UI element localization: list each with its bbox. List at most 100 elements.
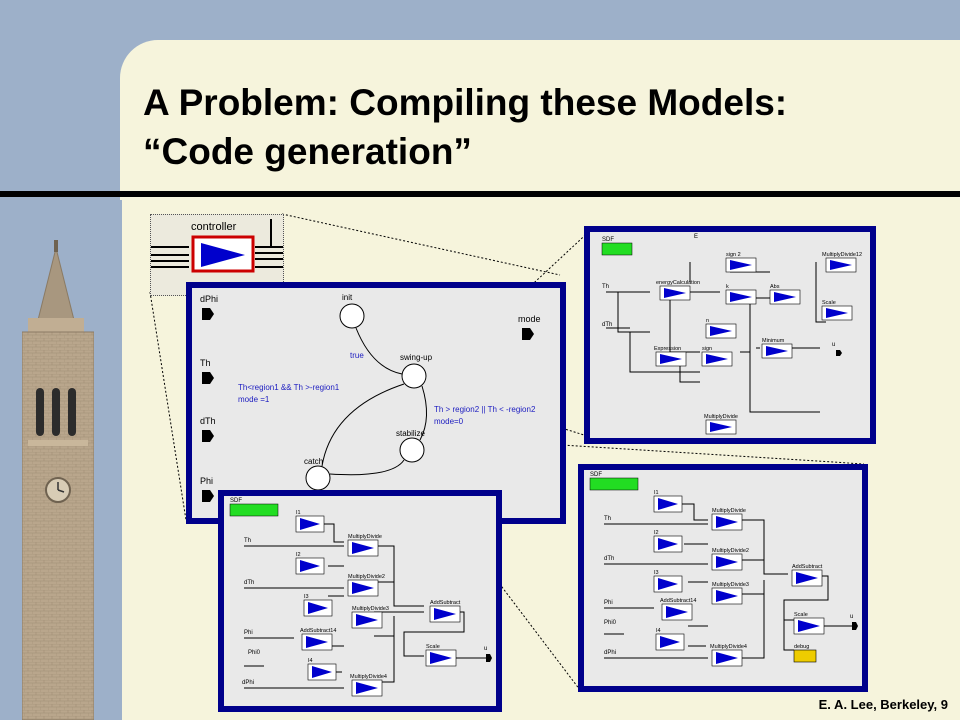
- action-label: mode=0: [434, 417, 464, 426]
- debug-monitor[interactable]: [793, 649, 817, 663]
- transition-label: true: [350, 351, 364, 360]
- actor-icon: [830, 260, 852, 270]
- actor-icon: [796, 572, 818, 584]
- block-label: MultiplyDivide: [348, 534, 382, 540]
- block-label: I3: [304, 594, 309, 600]
- controller-label: controller: [191, 221, 237, 233]
- sdf-badge-label: SDF: [602, 237, 614, 243]
- state-init[interactable]: [339, 303, 365, 329]
- actor-icon: [300, 518, 320, 530]
- actor-icon: [826, 308, 848, 318]
- input-label: Th: [244, 538, 251, 544]
- guard-label: Th<region1 && Th >-region1: [238, 383, 340, 392]
- actor-icon: [660, 636, 680, 648]
- actor-icon: [710, 326, 732, 336]
- actor-icon: [716, 556, 738, 568]
- block-label: MultiplyDivide4: [710, 644, 747, 650]
- block-label: MultiplyDivide3: [712, 582, 749, 588]
- actor-icon: [352, 542, 374, 554]
- output-port-label: mode: [518, 314, 541, 324]
- actor-icon: [312, 666, 332, 678]
- block-label: Minimum: [762, 338, 785, 344]
- input-label: Phi0: [248, 650, 261, 656]
- input-label: E: [694, 234, 698, 240]
- actor-icon: [716, 516, 738, 528]
- actor-icon: [660, 354, 682, 364]
- actor-icon: [434, 608, 456, 620]
- block-label: AddSubtract14: [660, 598, 696, 604]
- actor-icon: [766, 346, 788, 356]
- input-label: dPhi: [604, 650, 616, 656]
- input-port-icon: [202, 308, 214, 320]
- block-label: I2: [654, 530, 659, 536]
- block-label: MultiplyDivide: [704, 414, 738, 420]
- block-label: Scale: [426, 644, 440, 650]
- block-label: Abs: [770, 284, 780, 290]
- block-label: MultiplyDivide: [712, 508, 746, 514]
- sdf-panel-controller-right[interactable]: SDF Th dTh Phi Phi0 dPhi u I1 I2 I3 I4 M…: [578, 464, 868, 692]
- state-stabilize[interactable]: [399, 437, 425, 463]
- fsm-panel[interactable]: dPhi Th dTh Phi mode init swing-up stabi…: [186, 282, 566, 524]
- input-label: dTh: [244, 580, 254, 586]
- block-label: MultiplyDivide3: [352, 606, 389, 612]
- block-label: AddSubtract: [430, 600, 461, 606]
- actor-icon: [664, 288, 686, 298]
- input-label: dTh: [604, 556, 614, 562]
- output-port-icon: [852, 622, 858, 630]
- state-swing-up[interactable]: [401, 363, 427, 389]
- action-label: mode =1: [238, 395, 270, 404]
- block-label: I4: [656, 628, 661, 634]
- actor-blocks: I1 I2 I3 I4 MultiplyDivide MultiplyDivid…: [653, 490, 825, 667]
- block-label: I2: [296, 552, 301, 558]
- block-label: MultiplyDivide4: [350, 674, 387, 680]
- actor-icon: [308, 602, 328, 614]
- actor-icon: [716, 652, 738, 664]
- sdf-director-badge: [601, 242, 633, 256]
- input-label: Phi0: [604, 620, 617, 626]
- block-label: I1: [654, 490, 659, 496]
- actor-icon: [356, 614, 378, 626]
- output-label: u: [850, 614, 853, 620]
- output-port-icon: [522, 328, 534, 340]
- campanile-tower-image: [0, 200, 122, 720]
- block-label: MultiplyDivide2: [348, 574, 385, 580]
- slide-title: A Problem: Compiling these Models: “Code…: [143, 78, 943, 176]
- input-label: Th: [602, 284, 609, 290]
- slide-footer: E. A. Lee, Berkeley, 9: [818, 697, 948, 712]
- actor-icon: [658, 578, 678, 590]
- actor-icon: [658, 538, 678, 550]
- actor-icon: [352, 582, 374, 594]
- output-label: u: [484, 646, 487, 652]
- block-label: AddSubtract14: [300, 628, 336, 634]
- title-divider: [0, 191, 960, 197]
- sdf-panel-energy[interactable]: SDF Th dTh u E energyCalculation sign 2 …: [584, 226, 876, 444]
- output-port-icon: [486, 654, 492, 662]
- block-label: MultiplyDivide2: [712, 548, 749, 554]
- actor-icon: [300, 560, 320, 572]
- output-label: u: [832, 342, 835, 348]
- actor-blocks: I1 I2 I3 I4 MultiplyDivide MultiplyDivid…: [295, 510, 461, 697]
- sdf-director-badge: [589, 477, 639, 491]
- controller-actor-icon: [201, 243, 245, 267]
- input-label: Phi: [604, 600, 613, 606]
- actor-blocks: energyCalculation sign 2 k Abs MultiplyD…: [654, 252, 862, 435]
- input-label: dPhi: [242, 680, 254, 686]
- port-label: dPhi: [200, 294, 218, 304]
- block-label: I4: [308, 658, 313, 664]
- block-label: MultiplyDivide12: [822, 252, 862, 258]
- state-catch[interactable]: [305, 465, 331, 491]
- sdf-panel-controller-left[interactable]: SDF Th dTh Phi Phi0 dPhi u I1 I2 I3 I4 M…: [218, 490, 502, 712]
- actor-icon: [666, 606, 688, 618]
- actor-icon: [710, 422, 732, 432]
- block-label: sign: [702, 346, 712, 352]
- actor-icon: [306, 636, 328, 648]
- output-port-icon: [836, 350, 842, 356]
- input-port-icon: [202, 430, 214, 442]
- sdf-director-badge: [229, 503, 279, 517]
- state-label: swing-up: [400, 353, 433, 362]
- port-label: dTh: [200, 416, 216, 426]
- state-label: catch: [304, 457, 323, 466]
- title-line-2: “Code generation”: [143, 131, 472, 172]
- block-label: sign 2: [726, 252, 741, 258]
- actor-icon: [774, 292, 796, 302]
